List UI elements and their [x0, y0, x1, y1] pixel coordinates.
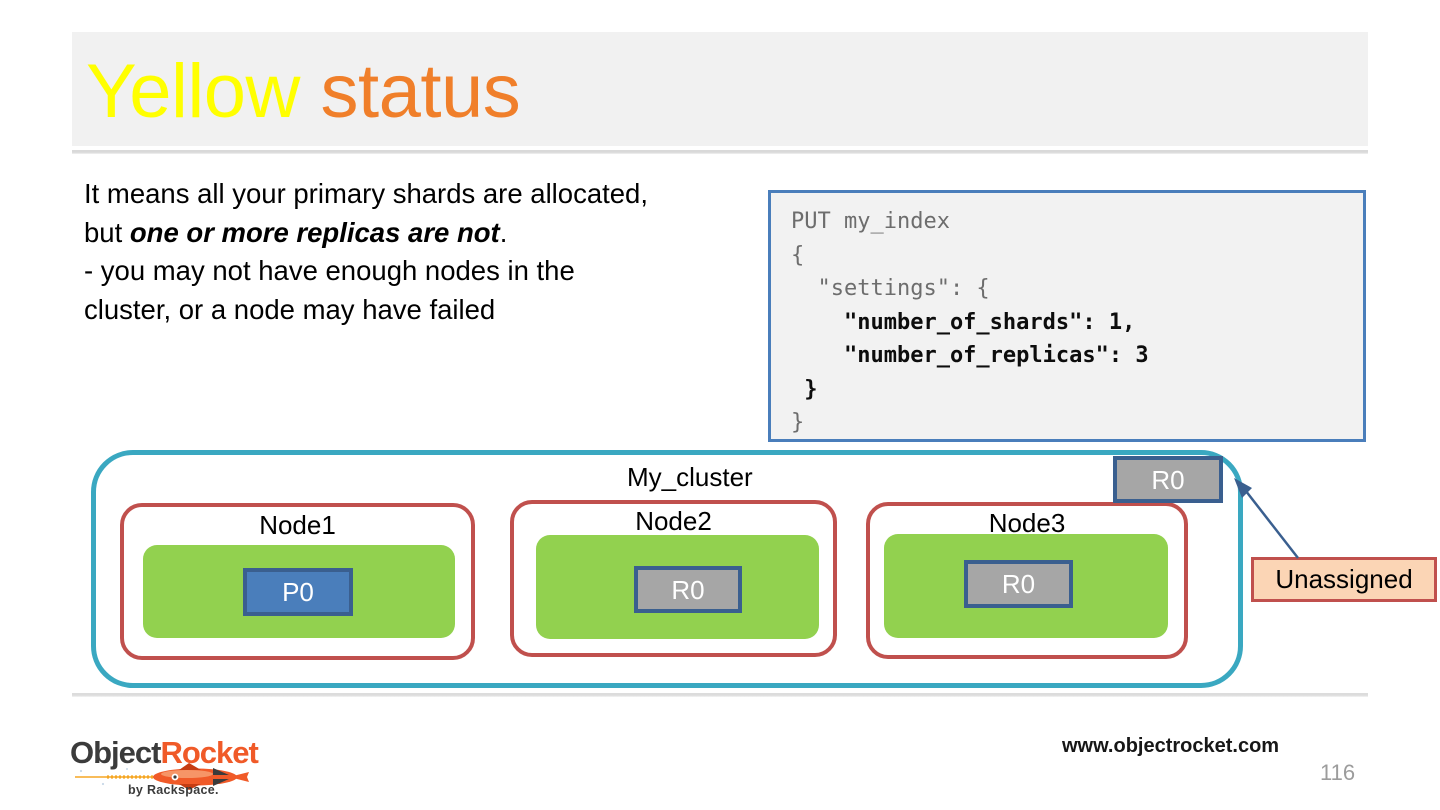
node-label-1: Node1	[259, 510, 336, 540]
node-label-3: Node3	[988, 508, 1066, 538]
page-title-part-yellow: Yellow	[86, 49, 300, 134]
logo-wordmark: ObjectRocket	[70, 735, 259, 771]
shard-r0-node2: R0	[634, 566, 742, 613]
cluster-container	[91, 450, 1243, 688]
unassigned-callout: Unassigned	[1251, 557, 1437, 602]
cluster-label: My_cluster	[627, 462, 753, 492]
body-line-1: It means all your primary shards are all…	[84, 178, 648, 209]
body-line-2-suffix: .	[499, 216, 508, 248]
body-line-2-prefix: but	[84, 216, 130, 248]
logo-tagline: by Rackspace.	[128, 783, 219, 797]
page-number: 116	[1320, 760, 1356, 785]
code-block: PUT my_index { "settings": { "number_of_…	[768, 190, 1366, 442]
site-url: www.objectrocket.com	[1062, 735, 1280, 757]
shard-p0-node1: P0	[243, 568, 353, 616]
footer-divider	[72, 693, 1368, 697]
code-line-6: }	[791, 376, 818, 402]
objectrocket-logo: ObjectRocket by Rackspace.	[70, 735, 259, 797]
code-line-7: }	[791, 410, 805, 435]
code-line-5: "number_of_replicas": 3	[791, 343, 1149, 368]
code-line-2: {	[791, 242, 805, 268]
shard-r0-node3: R0	[964, 560, 1073, 608]
code-line-3: "settings": {	[791, 276, 990, 301]
body-line-2-emphasis: one or more replicas are not	[129, 216, 500, 248]
header-background	[72, 32, 1368, 146]
body-line-2: but one or more replicas are not.	[84, 214, 764, 253]
page-title: Yellow status	[86, 44, 521, 140]
logo-word-rocket: Rocket	[160, 735, 258, 770]
body-line-3: - you may not have enough nodes in the	[84, 255, 575, 286]
rocket-icon	[75, 763, 249, 790]
body-line-4: cluster, or a node may have failed	[84, 293, 496, 325]
header-divider	[72, 150, 1368, 154]
shard-r0-unassigned: R0	[1113, 456, 1223, 503]
body-text: It means all your primary shards are all…	[84, 175, 764, 329]
code-line-4: "number_of_shards": 1,	[791, 309, 1136, 335]
code-line-1: PUT my_index	[791, 209, 950, 234]
logo-word-object: Object	[70, 735, 161, 770]
code-block-text: PUT my_index { "settings": { "number_of_…	[791, 205, 1149, 440]
page-title-part-status: status	[320, 49, 521, 134]
node-label-2: Node2	[635, 506, 712, 536]
